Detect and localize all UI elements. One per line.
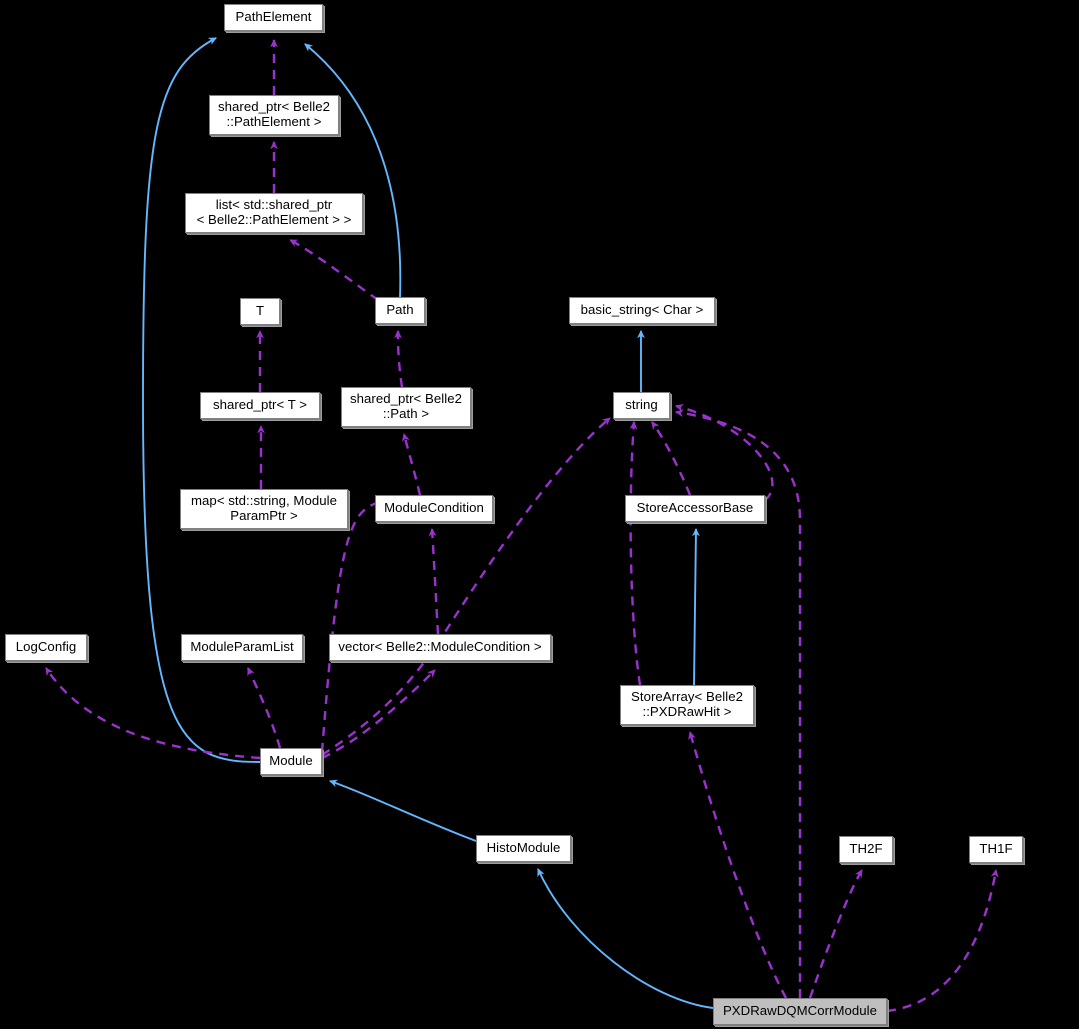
edge-histomodule-to-module xyxy=(329,779,477,842)
class-node-module[interactable]: Module xyxy=(260,748,322,775)
class-node-label: StoreAccessorBase xyxy=(636,500,754,516)
class-node-th1f[interactable]: TH1F xyxy=(969,836,1023,863)
edge-path-to-pathelement xyxy=(304,43,402,298)
edge-storeaccessorbase-to-string xyxy=(651,421,692,496)
class-node-moduleparamlist[interactable]: ModuleParamList xyxy=(181,634,303,661)
class-node-label: list< std::shared_ptr < Belle2::PathElem… xyxy=(196,197,352,227)
class-node-label: basic_string< Char > xyxy=(580,302,704,318)
class-node-label: Module xyxy=(269,753,313,769)
edge-pxdrawdqmcorrmodule-to-th1f xyxy=(886,869,999,1013)
class-node-logconfig[interactable]: LogConfig xyxy=(5,634,87,661)
class-node-string[interactable]: string xyxy=(613,392,670,419)
edge-modulecondition-to-sharedptr_path xyxy=(401,433,422,496)
class-node-label: map< std::string, Module ParamPtr > xyxy=(191,493,337,523)
class-node-storeaccessorbase[interactable]: StoreAccessorBase xyxy=(625,495,765,522)
class-node-label: ModuleParamList xyxy=(190,639,294,655)
edge-path-to-list_sharedptr xyxy=(289,238,379,301)
edge-module-to-logconfig xyxy=(44,667,261,760)
class-node-pxdrawdqmcorrmodule[interactable]: PXDRawDQMCorrModule xyxy=(713,998,887,1025)
class-node-map_string_moduleparamptr[interactable]: map< std::string, Module ParamPtr > xyxy=(180,489,348,529)
class-node-label: TH1F xyxy=(979,841,1013,857)
class-node-vector_modulecondition[interactable]: vector< Belle2::ModuleCondition > xyxy=(329,634,551,661)
class-node-label: shared_ptr< Belle2 ::Path > xyxy=(350,391,462,421)
class-node-label: shared_ptr< Belle2 ::PathElement > xyxy=(218,99,330,129)
edge-module-to-vector_modulecondition xyxy=(321,669,436,760)
edge-pxdrawdqmcorrmodule-to-histomodule xyxy=(537,868,714,1009)
class-node-basic_string[interactable]: basic_string< Char > xyxy=(569,297,715,324)
edge-module-to-sharedptr_path xyxy=(320,497,389,753)
class-node-sharedptr_path[interactable]: shared_ptr< Belle2 ::Path > xyxy=(341,387,471,427)
class-node-label: string xyxy=(625,397,658,413)
edge-moduleparamlist-to-module xyxy=(246,667,282,749)
class-node-label: vector< Belle2::ModuleCondition > xyxy=(338,639,542,655)
edge-pxdrawdqmcorrmodule-to-storearray_pxdrawhit xyxy=(688,731,788,999)
class-node-label: TH2F xyxy=(849,841,883,857)
class-node-histomodule[interactable]: HistoModule xyxy=(476,835,571,862)
class-node-storearray_pxdrawhit[interactable]: StoreArray< Belle2 ::PXDRawHit > xyxy=(620,685,754,725)
edge-storearray_pxdrawhit-to-storeaccessorbase xyxy=(692,528,700,686)
class-node-label: PathElement xyxy=(235,9,312,25)
class-node-label: T xyxy=(255,303,265,319)
class-node-label: StoreArray< Belle2 ::PXDRawHit > xyxy=(631,689,743,719)
class-node-label: Path xyxy=(386,302,414,318)
class-node-label: LogConfig xyxy=(15,639,77,655)
class-node-label: HistoModule xyxy=(486,840,561,856)
class-node-path[interactable]: Path xyxy=(375,297,425,324)
class-node-label: PXDRawDQMCorrModule xyxy=(722,1003,878,1019)
class-node-label: shared_ptr< T > xyxy=(212,397,308,413)
edge-module-to-string xyxy=(321,417,611,757)
edge-storearray_string-to-string xyxy=(629,421,642,686)
edge-pxdrawdqmcorrmodule-to-th2f xyxy=(808,869,864,999)
class-node-label: ModuleCondition xyxy=(384,500,484,516)
class-node-list_sharedptr[interactable]: list< std::shared_ptr < Belle2::PathElem… xyxy=(185,193,363,233)
class-node-th2f[interactable]: TH2F xyxy=(839,836,893,863)
edge-sharedptr_path-to-path xyxy=(394,329,404,388)
class-node-sharedptr_t[interactable]: shared_ptr< T > xyxy=(200,392,320,419)
class-node-modulecondition[interactable]: ModuleCondition xyxy=(375,495,493,522)
class-node-sharedptr_pathelement[interactable]: shared_ptr< Belle2 ::PathElement > xyxy=(209,95,339,135)
class-node-pathelement[interactable]: PathElement xyxy=(224,4,323,31)
class-node-t[interactable]: T xyxy=(240,298,280,325)
edge-vector_modulecondition-to-modulecondition xyxy=(428,528,440,635)
edge-storeaccessorbase2-to-string xyxy=(675,404,774,501)
